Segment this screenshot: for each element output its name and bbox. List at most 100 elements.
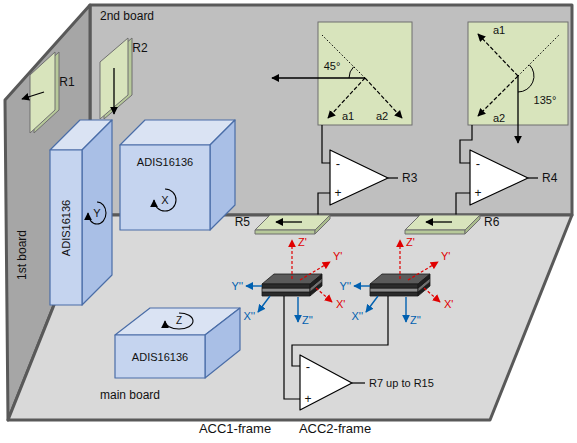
- axis-arrow: [300, 262, 330, 280]
- op-amp: -+: [330, 150, 388, 205]
- board-name: 1st board: [16, 230, 28, 280]
- sensor-plate-edge: [405, 230, 465, 234]
- axis-arrow: [399, 240, 400, 279]
- axis-arrow: [297, 297, 298, 322]
- wire: [322, 125, 330, 163]
- resistor-label: R2: [132, 42, 147, 54]
- chip-layer: [370, 288, 418, 292]
- amp-pin: +: [474, 187, 481, 199]
- angle-arc: [518, 65, 534, 92]
- axis-letter: Z: [176, 316, 182, 326]
- axis-arrow: [408, 262, 438, 280]
- rotation-arrow: [154, 189, 176, 211]
- sensitivity-arrow: [517, 76, 518, 143]
- box-front: [120, 145, 210, 230]
- box-side: [82, 120, 112, 305]
- amp-pin: +: [304, 393, 311, 405]
- amplifier-triangle: [300, 355, 352, 410]
- axis-arrow: [291, 240, 292, 279]
- amp-pin: -: [476, 157, 480, 170]
- sensor-name: ADIS16136: [137, 157, 193, 168]
- angle-label: 135°: [534, 95, 557, 106]
- chip-layer: [370, 284, 418, 288]
- axis-label: X'': [351, 311, 363, 322]
- gyro-box-outline: [120, 120, 235, 230]
- axis-label: Z': [298, 237, 307, 248]
- sensor-name: ADIS16136: [132, 352, 188, 363]
- chip-layer: [310, 274, 322, 288]
- box-front: [50, 150, 82, 305]
- sensor-name: ADIS16136: [61, 200, 72, 256]
- axis-arrow: [246, 285, 262, 286]
- resistor-label: R6: [484, 216, 499, 228]
- rotation-arrow: [88, 202, 106, 224]
- sensor-plate: [100, 38, 128, 119]
- resistor-label: R3: [402, 172, 417, 184]
- op-amp: -+: [470, 150, 528, 205]
- axis-label: a1: [493, 25, 505, 36]
- axis-arrow: [316, 288, 332, 302]
- sensitivity-arrow: [113, 68, 114, 114]
- gyro-box: ADIS16136X: [120, 120, 235, 230]
- amp-pin: -: [336, 157, 340, 170]
- board-name: main board: [100, 389, 160, 401]
- sensor-plate-edge: [255, 230, 315, 234]
- gyro-box: ADIS16136 Y: [50, 120, 112, 305]
- sensor-plate-edge: [465, 215, 480, 234]
- axis-label: a2: [376, 111, 388, 122]
- box-side: [210, 120, 235, 230]
- box-side: [205, 308, 240, 378]
- gyro-box: ADIS16136 Z: [115, 308, 240, 378]
- op-amp: -+: [300, 355, 352, 410]
- chip-layer: [262, 288, 310, 292]
- signal-label: R7 up to R15: [369, 378, 434, 389]
- axis-label: a1: [342, 111, 354, 122]
- reference-line: [322, 35, 365, 78]
- axis-label: Y': [441, 251, 450, 262]
- chip-layer: [418, 274, 430, 288]
- axis-arrow: [354, 285, 370, 286]
- axis-arrow: [478, 76, 518, 116]
- axis-label: Z': [406, 237, 415, 248]
- sensitivity-arrow: [22, 92, 44, 99]
- chip-layer: [370, 292, 418, 296]
- sensitivity-arrow: [276, 221, 302, 222]
- axis-label: Z'': [302, 315, 313, 326]
- wire: [456, 193, 470, 215]
- reference-line: [518, 34, 560, 76]
- axis-label: Y': [333, 251, 342, 262]
- amplifier-triangle: [470, 150, 528, 205]
- angle-label: 45°: [324, 61, 341, 72]
- wire: [318, 193, 330, 215]
- sensitivity-arrow: [272, 77, 365, 78]
- angle-arc: [349, 67, 354, 78]
- resistor-label: R5: [235, 216, 250, 228]
- amp-pin: +: [334, 187, 341, 199]
- axis-arrow: [258, 296, 270, 312]
- wire: [388, 177, 398, 178]
- axis-label: X': [336, 299, 345, 310]
- chip-layer: [262, 292, 310, 296]
- resistor-label: R1: [59, 76, 74, 88]
- axis-arrow: [366, 296, 378, 312]
- frame-label: ACC2-frame: [299, 422, 371, 435]
- axis-label: X': [444, 299, 453, 310]
- frame-label: ACC1-frame: [199, 422, 271, 435]
- axis-arrow: [478, 34, 518, 76]
- axis-letter: X: [161, 195, 168, 206]
- resistor-label: R4: [542, 172, 557, 184]
- axis-label: Y'': [339, 281, 351, 292]
- box-front: [115, 335, 205, 378]
- wire: [528, 177, 538, 178]
- amp-pin: -: [306, 360, 310, 373]
- sensitivity-arrow: [426, 221, 452, 222]
- axis-arrow: [424, 288, 440, 302]
- sensor-plate: [318, 22, 412, 125]
- sensor-plate-edge: [315, 215, 330, 234]
- axis-letter: Y: [93, 208, 100, 219]
- axis-label: X'': [243, 311, 255, 322]
- wire: [292, 296, 388, 366]
- chip-layer: [262, 284, 310, 288]
